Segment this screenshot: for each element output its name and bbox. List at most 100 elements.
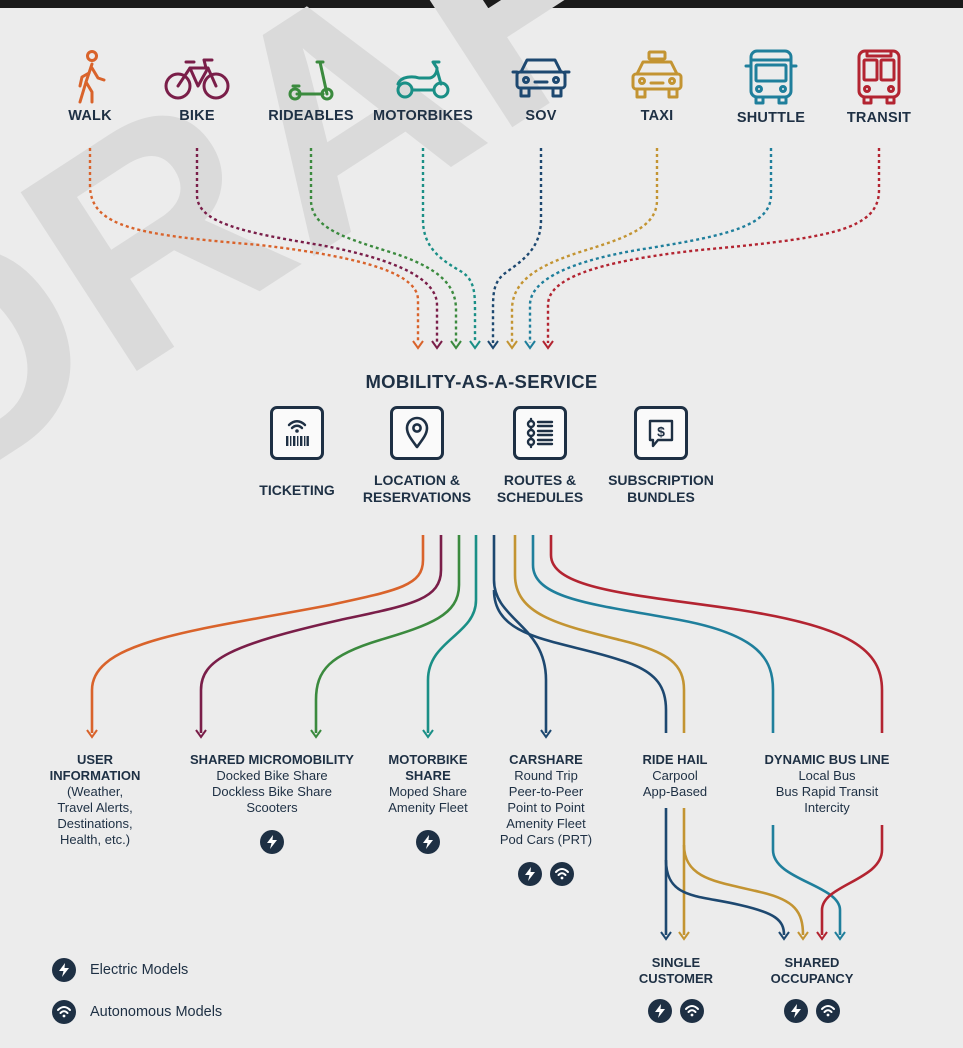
mode-arrowheads [412, 340, 554, 350]
to-dynamic-bus-b [549, 535, 884, 733]
service-item: (Weather, [66, 784, 124, 799]
sov-flow [491, 148, 543, 343]
wifi-signal-icon [821, 1005, 835, 1017]
legend-label: Electric Models [90, 962, 189, 978]
legend-autonomous: Autonomous Models [52, 1000, 222, 1024]
scooter-icon [288, 60, 334, 101]
autonomous-badge [816, 999, 840, 1023]
bus-to-shared-teal [771, 825, 842, 935]
ridehail-to-shared-gold [682, 844, 805, 936]
transit-flow [546, 148, 881, 343]
service-title: CARSHARE [509, 752, 583, 767]
to-shared-micromobility [199, 535, 443, 733]
service-motorbike-share: MOTORBIKE SHARE Moped Share Amenity Flee… [338, 752, 518, 854]
service-item: Pod Cars (PRT) [499, 832, 593, 847]
wifi-signal-icon [555, 868, 569, 880]
service-item: Round Trip [514, 768, 578, 783]
mode-motorbikes: MOTORBIKES [368, 48, 478, 124]
lightning-icon [423, 835, 433, 849]
shuttle-icon [744, 49, 798, 105]
mode-label-sov: SOV [525, 108, 557, 124]
electric-badge [52, 958, 76, 982]
mode-bike: BIKE [142, 48, 252, 124]
service-shared-micromobility: SHARED MICROMOBILITY Docked Bike Share D… [172, 752, 372, 854]
feature-routes: ROUTES & SCHEDULES [475, 406, 605, 506]
mode-rideables: RIDEABLES [256, 48, 366, 124]
route-list-icon [513, 406, 567, 460]
autonomous-badge [550, 862, 574, 886]
autonomous-badge [680, 999, 704, 1023]
electric-badge [784, 999, 808, 1023]
outcome-arrowheads [660, 931, 846, 941]
mode-label-shuttle: SHUTTLE [736, 110, 806, 126]
to-ride-hail-b [513, 535, 686, 733]
electric-badge [260, 830, 284, 854]
mode-label-motorbikes: MOTORBIKES [372, 108, 474, 124]
moped-icon [396, 60, 450, 99]
mode-label-taxi: TAXI [640, 108, 674, 124]
feature-location: LOCATION & RESERVATIONS [352, 406, 482, 506]
rideables-flow [309, 148, 458, 343]
service-ride-hail: RIDE HAIL Carpool App-Based [585, 752, 765, 800]
walk-icon [78, 50, 106, 104]
feature-label-subscription: SUBSCRIPTION BUNDLES [608, 472, 714, 505]
mode-taxi: TAXI [602, 48, 712, 124]
electric-badge [648, 999, 672, 1023]
service-title: SHARED MICROMOBILITY [190, 752, 354, 767]
outcome-title: SINGLE CUSTOMER [638, 955, 714, 986]
mode-label-rideables: RIDEABLES [268, 108, 354, 124]
autonomous-badge [52, 1000, 76, 1024]
to-ride-hail-a [492, 589, 668, 733]
service-item: Destinations, [57, 816, 133, 831]
service-item: Travel Alerts, [57, 800, 133, 815]
service-item: Moped Share [388, 784, 468, 799]
service-item: Carpool [652, 768, 698, 783]
legend-label: Autonomous Models [90, 1004, 223, 1020]
maas-title: MOBILITY-AS-A-SERVICE [365, 371, 598, 392]
service-item: Amenity Fleet [506, 816, 586, 831]
lightning-icon [791, 1004, 801, 1018]
service-item: Docked Bike Share [216, 768, 328, 783]
outcome-single-customer: SINGLE CUSTOMER [586, 955, 766, 1023]
taxi-flow [510, 148, 659, 343]
service-arrowheads [86, 729, 552, 739]
to-motorbike-share-b [426, 535, 478, 733]
outcome-flows [664, 808, 884, 936]
service-title: MOTORBIKE SHARE [388, 752, 468, 783]
map-pin-icon [390, 406, 444, 460]
lightning-icon [59, 963, 69, 977]
electric-badge [518, 862, 542, 886]
ticketing-icon [270, 406, 324, 460]
service-dynamic-bus-line: DYNAMIC BUS LINE Local Bus Bus Rapid Tra… [737, 752, 917, 816]
service-item: Dockless Bike Share [212, 784, 332, 799]
feature-ticketing: TICKETING [232, 406, 362, 499]
service-item: Local Bus [798, 768, 856, 783]
lightning-icon [267, 835, 277, 849]
mode-walk: WALK [35, 48, 145, 124]
lightning-icon [655, 1004, 665, 1018]
to-user-information [90, 535, 425, 733]
outcome-shared-occupancy: SHARED OCCUPANCY [722, 955, 902, 1023]
motorbikes-flow [421, 148, 477, 343]
bike-flow [195, 148, 439, 343]
to-carshare [492, 535, 548, 733]
service-item: App-Based [642, 784, 708, 799]
service-item: Scooters [246, 800, 298, 815]
mode-label-walk: WALK [68, 108, 112, 124]
service-flows [90, 535, 884, 733]
mode-transit: TRANSIT [824, 48, 934, 126]
to-motorbike-share-a [314, 535, 461, 733]
bus-icon [857, 49, 901, 105]
service-item: Health, etc.) [59, 832, 131, 847]
feature-label-location: LOCATION & RESERVATIONS [362, 472, 472, 505]
dollar-bubble-icon: $ [634, 406, 688, 460]
bike-icon [164, 58, 230, 100]
service-title: RIDE HAIL [642, 752, 708, 767]
bus-to-shared-red [820, 825, 884, 935]
lightning-icon [525, 867, 535, 881]
service-item: Bus Rapid Transit [775, 784, 879, 799]
taxi-icon [631, 50, 683, 99]
service-item: Intercity [804, 800, 850, 815]
